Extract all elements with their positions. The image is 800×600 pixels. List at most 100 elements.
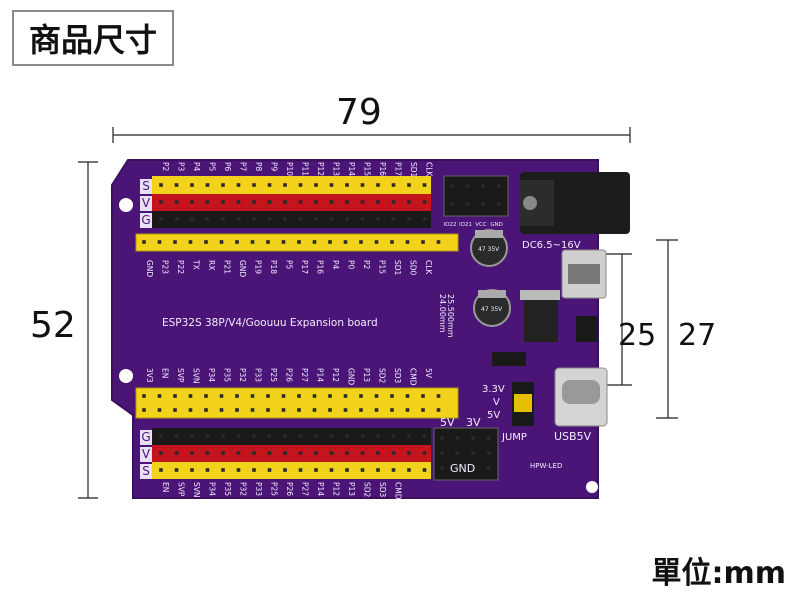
- header-pin: [298, 217, 303, 221]
- header-pin: [407, 200, 411, 204]
- diode: [576, 316, 598, 342]
- jump-label: JUMP: [501, 432, 527, 443]
- i2c-header: [443, 175, 509, 217]
- height-dimension: 52: [30, 305, 76, 346]
- header-pin: [267, 434, 272, 438]
- header-pin: [345, 451, 349, 455]
- header-pin: [328, 408, 332, 412]
- header-pin: [391, 468, 396, 472]
- pin-label: P17: [300, 260, 309, 274]
- pin-label: CMD: [394, 482, 403, 500]
- header-pin: [329, 451, 334, 455]
- header-pin: [407, 451, 411, 455]
- header-pin: [267, 183, 272, 187]
- header-pin: [374, 408, 379, 412]
- header-pin: [481, 202, 485, 206]
- i2c-label: GND: [490, 222, 503, 228]
- header-pin: [174, 434, 179, 438]
- pin-label: P10: [285, 162, 294, 176]
- header-pin: [328, 240, 332, 244]
- header-pin: [204, 394, 208, 398]
- header-pin: [314, 200, 318, 204]
- header-pin: [298, 200, 303, 204]
- header-pin: [314, 183, 318, 187]
- top-header-pins: [159, 183, 427, 221]
- top-long-header: [135, 233, 459, 252]
- header-pin: [298, 468, 303, 472]
- header-pin: [376, 468, 380, 472]
- pin-label: P13: [332, 162, 341, 176]
- header-pin: [328, 394, 332, 398]
- bottom-long-header: [135, 387, 459, 419]
- header-pin: [159, 183, 163, 187]
- header-pin: [283, 468, 287, 472]
- top-header-block: [152, 176, 431, 228]
- pin-label: P35: [223, 482, 232, 496]
- header-pin: [407, 217, 411, 221]
- header-pin: [157, 394, 162, 398]
- pin-label: SD1: [409, 162, 418, 178]
- header-pin: [390, 408, 394, 412]
- gnd-label: GND: [450, 462, 475, 475]
- pin-label: P12: [316, 162, 325, 176]
- jumper-5v-label: 5V: [487, 410, 500, 421]
- board-name: ESP32S 38P/V4/Goouuu Expansion board: [162, 317, 378, 329]
- header-pin: [221, 183, 225, 187]
- pin-label: P4: [331, 260, 340, 270]
- header-pin: [450, 184, 454, 188]
- header-pin: [465, 184, 470, 188]
- header-pin: [436, 240, 441, 244]
- header-pin: [407, 468, 411, 472]
- header-pin: [465, 202, 470, 206]
- header-pin: [360, 183, 365, 187]
- pin-label: P26: [285, 368, 294, 382]
- pin-label: RX: [207, 260, 216, 270]
- header-pin: [314, 468, 318, 472]
- header-pin: [281, 408, 286, 412]
- usb-label: USB5V: [554, 430, 592, 443]
- header-pin: [283, 200, 287, 204]
- header-pin: [188, 240, 193, 244]
- capacitor-1-label: 47 35V: [478, 246, 500, 253]
- header-pin: [405, 408, 410, 412]
- row-label: V: [142, 447, 151, 461]
- pin-label: P26: [285, 482, 294, 496]
- pin-label: GND: [238, 260, 247, 277]
- dim-note-2: 24.00mm: [438, 294, 447, 333]
- header-pin: [455, 436, 460, 440]
- header-pin: [471, 466, 475, 470]
- page-title: 商品尺寸: [12, 10, 174, 66]
- header-pin: [267, 200, 272, 204]
- header-pin: [219, 408, 224, 412]
- header-pin: [297, 394, 301, 398]
- pin-label: 5V: [424, 368, 433, 379]
- header-pin: [174, 468, 179, 472]
- header-pin: [345, 434, 349, 438]
- header-pin: [159, 451, 163, 455]
- header-pin: [422, 200, 427, 204]
- header-pin: [481, 184, 485, 188]
- pin-label: P34: [207, 368, 216, 382]
- pin-label: P11: [301, 162, 310, 176]
- pin-label: P5: [285, 260, 294, 270]
- pin-label: SD0: [409, 260, 418, 276]
- jumper-3v3-label: 3.3V: [482, 384, 505, 395]
- header-pin: [188, 394, 193, 398]
- header-pin: [312, 240, 317, 244]
- pin-label: P3: [177, 162, 186, 172]
- header-pin: [374, 240, 379, 244]
- pin-label: P8: [254, 162, 263, 172]
- header-pin: [471, 436, 475, 440]
- header-pin: [455, 466, 460, 470]
- pin-label: P23: [161, 260, 170, 274]
- header-pin: [329, 217, 334, 221]
- header-pin: [359, 240, 363, 244]
- pin-label: CMD: [409, 368, 418, 386]
- pin-label: P33: [254, 368, 263, 382]
- header-pin: [159, 200, 163, 204]
- header-pin: [405, 394, 410, 398]
- pin-label: P35: [223, 368, 232, 382]
- header-pin: [486, 436, 491, 440]
- header-pin: [252, 451, 256, 455]
- pin-label: CLK: [425, 162, 434, 177]
